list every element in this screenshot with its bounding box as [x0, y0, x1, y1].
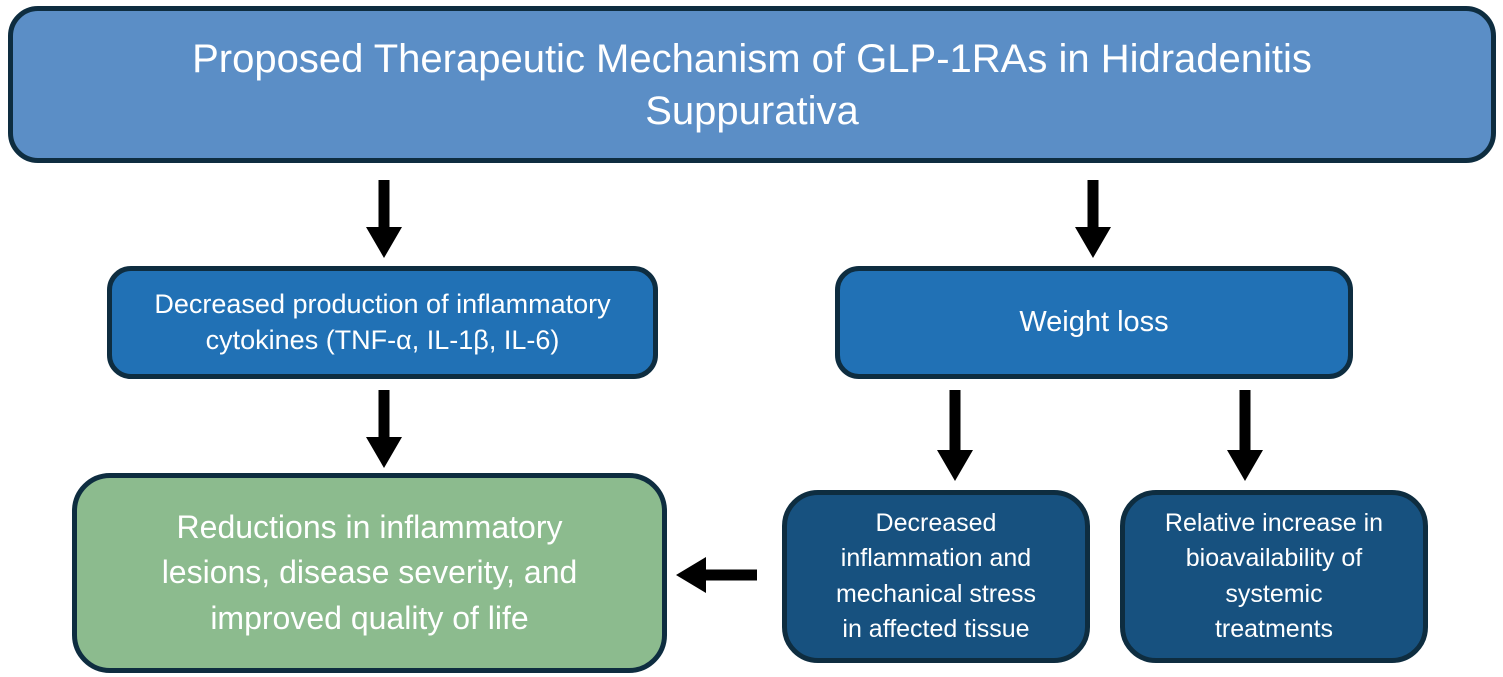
- down-arrow-icon: [366, 390, 402, 468]
- node-weight-loss: Weight loss: [835, 266, 1353, 379]
- diagram-title: Proposed Therapeutic Mechanism of GLP-1R…: [8, 6, 1496, 163]
- down-arrow-icon: [937, 390, 973, 481]
- down-arrow-icon: [366, 180, 402, 258]
- node-decreased-cytokines: Decreased production of inflammatory cyt…: [107, 266, 658, 379]
- down-arrow-icon: [1075, 180, 1111, 258]
- arrow-cytokines-to-outcome: [364, 390, 404, 468]
- arrow-inflammation-to-outcome: [676, 555, 757, 595]
- node-decreased-inflammation: Decreased inflammation and mechanical st…: [782, 490, 1090, 663]
- arrow-weight-loss-to-inflammation: [935, 390, 975, 481]
- left-arrow-icon: [676, 557, 757, 593]
- node-outcome-reductions: Reductions in inflammatory lesions, dise…: [72, 473, 667, 673]
- node-bioavailability: Relative increase in bioavailability of …: [1120, 490, 1428, 663]
- arrow-title-to-weight-loss: [1073, 180, 1113, 258]
- arrow-title-to-cytokines: [364, 180, 404, 258]
- arrow-weight-loss-to-bioavailability: [1225, 390, 1265, 481]
- down-arrow-icon: [1227, 390, 1263, 481]
